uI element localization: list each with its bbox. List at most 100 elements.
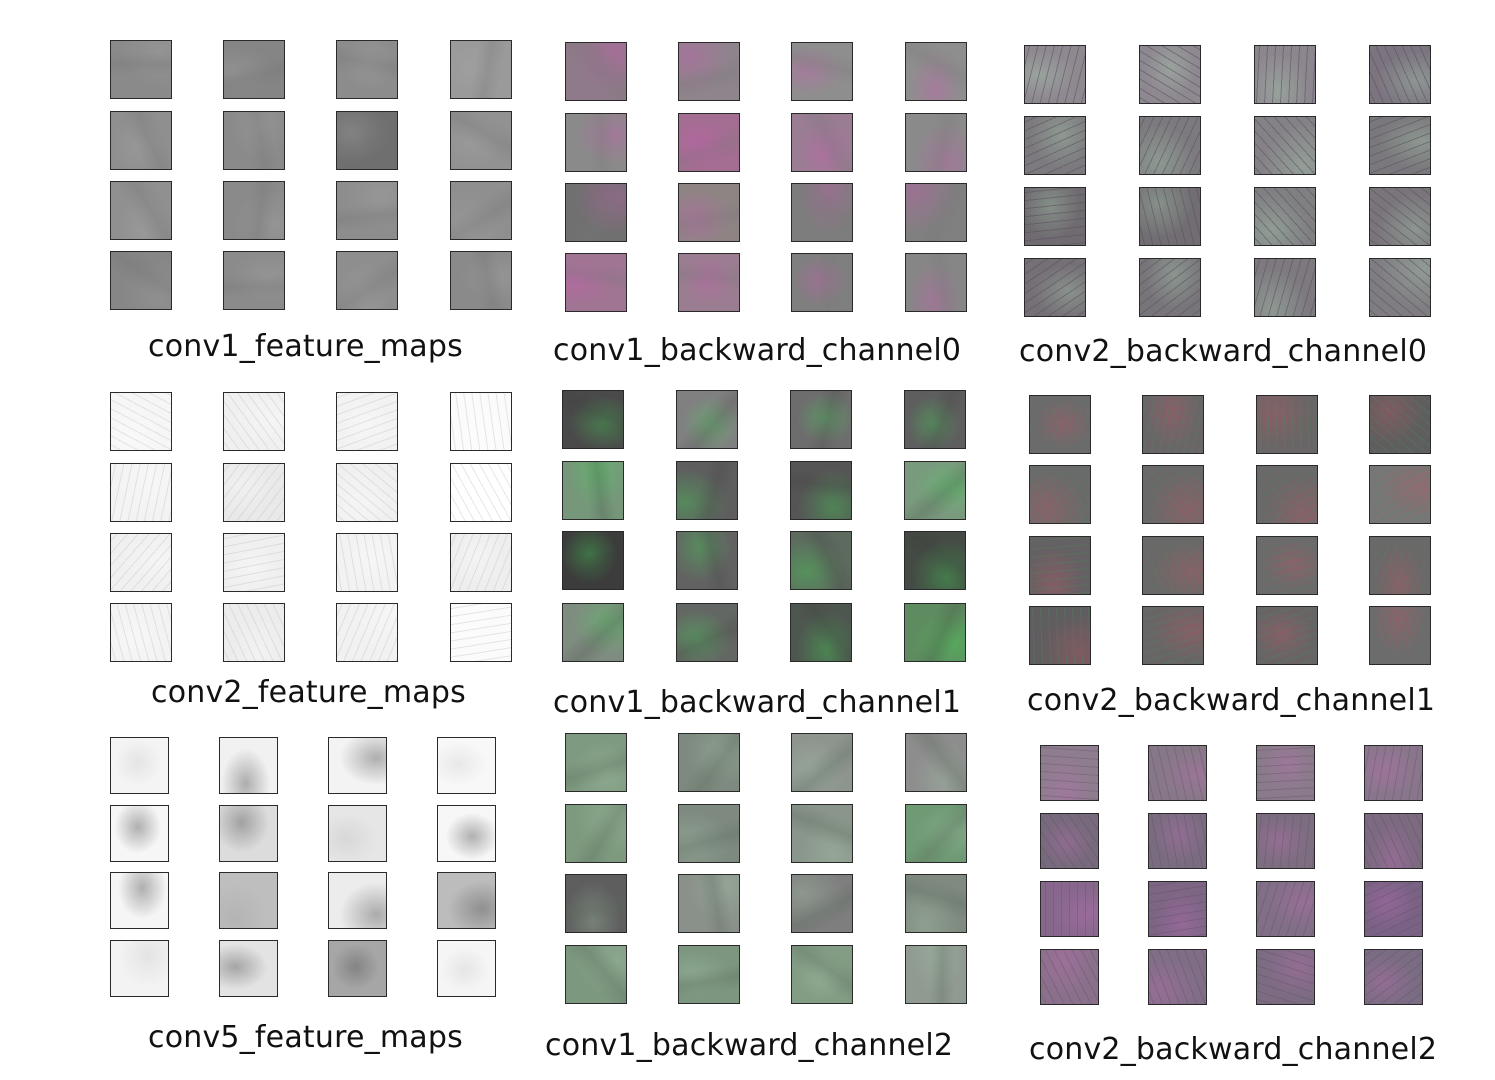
feature-map-tile <box>336 181 398 240</box>
feature-map-tile <box>1254 258 1316 317</box>
feature-map-tile <box>1364 881 1423 937</box>
feature-map-tile <box>562 531 624 590</box>
feature-map-tile <box>676 531 738 590</box>
feature-map-tile <box>1256 813 1315 869</box>
feature-map-tile <box>1029 606 1091 665</box>
feature-map-tile <box>791 733 853 792</box>
feature-map-tile <box>1040 745 1099 801</box>
feature-map-tile <box>110 463 172 522</box>
feature-map-tile <box>905 42 967 101</box>
feature-map-tile <box>565 874 627 933</box>
feature-map-tile <box>1024 187 1086 246</box>
feature-map-tile <box>110 533 172 592</box>
feature-map-tile <box>1040 949 1099 1005</box>
feature-map-tile <box>1254 45 1316 104</box>
panel-caption: conv2_backward_channel0 <box>1019 334 1428 369</box>
feature-map-tile <box>565 183 627 242</box>
feature-map-tile <box>328 737 387 794</box>
panel-caption: conv1_backward_channel2 <box>545 1028 954 1063</box>
feature-map-tile <box>1142 395 1204 454</box>
feature-map-tile <box>1364 745 1423 801</box>
feature-map-tile <box>110 111 172 170</box>
feature-map-tile <box>328 805 387 862</box>
feature-map-tile <box>790 461 852 520</box>
feature-map-tile <box>562 461 624 520</box>
feature-map-tile <box>336 463 398 522</box>
feature-map-tile <box>1024 116 1086 175</box>
feature-map-tile <box>219 737 278 794</box>
feature-map-tile <box>678 874 740 933</box>
feature-map-tile <box>450 392 512 451</box>
feature-map-tile <box>437 940 496 997</box>
feature-map-tile <box>1024 258 1086 317</box>
feature-map-tile <box>676 461 738 520</box>
feature-map-tile <box>437 805 496 862</box>
feature-map-tile <box>336 392 398 451</box>
feature-map-tile <box>1148 813 1207 869</box>
feature-map-tile <box>678 804 740 863</box>
feature-map-tile <box>1369 45 1431 104</box>
feature-map-tile <box>790 603 852 662</box>
feature-map-tile <box>437 872 496 929</box>
feature-map-tile <box>110 392 172 451</box>
feature-map-tile <box>1029 536 1091 595</box>
feature-map-tile <box>223 111 285 170</box>
feature-map-tile <box>219 805 278 862</box>
feature-map-tile <box>565 945 627 1004</box>
feature-map-tile <box>223 251 285 310</box>
feature-map-tile <box>110 940 169 997</box>
feature-map-tile <box>1142 536 1204 595</box>
panel-caption: conv1_feature_maps <box>148 329 463 364</box>
feature-map-tile <box>450 251 512 310</box>
feature-map-tile <box>1139 45 1201 104</box>
panel-caption: conv1_backward_channel0 <box>553 333 962 368</box>
feature-map-tile <box>1256 536 1318 595</box>
feature-map-tile <box>219 940 278 997</box>
feature-map-tile <box>110 872 169 929</box>
feature-map-tile <box>223 463 285 522</box>
feature-map-tile <box>336 251 398 310</box>
feature-map-tile <box>1148 745 1207 801</box>
feature-map-tile <box>565 733 627 792</box>
feature-map-tile <box>450 181 512 240</box>
feature-map-tile <box>562 603 624 662</box>
feature-map-tile <box>110 40 172 99</box>
feature-map-tile <box>905 804 967 863</box>
feature-map-tile <box>562 390 624 449</box>
panel-caption: conv2_backward_channel1 <box>1027 683 1436 718</box>
feature-map-tile <box>1040 881 1099 937</box>
feature-map-tile <box>223 603 285 662</box>
feature-map-tile <box>791 874 853 933</box>
feature-map-tile <box>1029 465 1091 524</box>
feature-map-tile <box>1142 465 1204 524</box>
feature-map-tile <box>450 111 512 170</box>
feature-map-tile <box>791 42 853 101</box>
feature-map-tile <box>110 737 169 794</box>
panel-caption: conv5_feature_maps <box>148 1020 463 1055</box>
feature-map-tile <box>328 940 387 997</box>
feature-map-tile <box>791 945 853 1004</box>
feature-map-tile <box>110 805 169 862</box>
feature-map-tile <box>1148 949 1207 1005</box>
feature-map-tile <box>904 461 966 520</box>
feature-map-tile <box>1256 881 1315 937</box>
feature-map-tile <box>905 113 967 172</box>
feature-map-tile <box>678 183 740 242</box>
feature-map-tile <box>223 40 285 99</box>
feature-map-tile <box>905 733 967 792</box>
feature-map-tile <box>1254 187 1316 246</box>
feature-map-tile <box>904 603 966 662</box>
feature-map-tile <box>450 603 512 662</box>
feature-map-tile <box>110 181 172 240</box>
feature-map-tile <box>676 603 738 662</box>
feature-map-tile <box>678 113 740 172</box>
feature-map-tile <box>1369 187 1431 246</box>
feature-map-tile <box>905 874 967 933</box>
panel-caption: conv2_backward_channel2 <box>1029 1032 1438 1067</box>
feature-map-tile <box>1029 395 1091 454</box>
feature-map-tile <box>450 533 512 592</box>
feature-map-tile <box>328 872 387 929</box>
feature-map-tile <box>1040 813 1099 869</box>
feature-map-tile <box>223 181 285 240</box>
feature-map-tile <box>905 183 967 242</box>
